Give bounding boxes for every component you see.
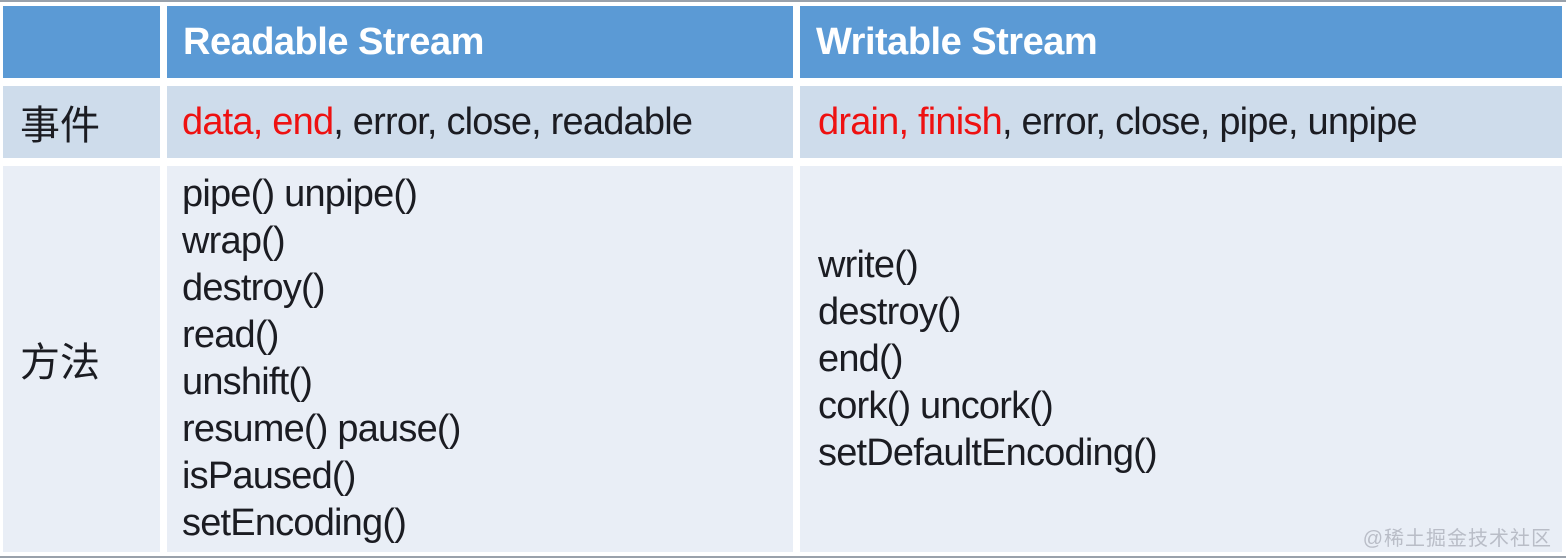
- events-writable-highlight: drain, finish: [818, 100, 1003, 143]
- header-cell-writable-stream: Writable Stream: [800, 6, 1562, 78]
- method-line: resume() pause(): [182, 408, 461, 450]
- method-line: isPaused(): [182, 455, 356, 497]
- row-label-methods: 方法: [3, 166, 160, 552]
- stream-comparison-table: Readable Stream Writable Stream 事件 data,…: [3, 6, 1562, 552]
- header-cell-corner: [3, 6, 160, 78]
- methods-writable-cell: write()destroy()end()cork() uncork()setD…: [800, 166, 1562, 552]
- methods-label: 方法: [20, 341, 100, 385]
- method-line: read(): [182, 314, 279, 356]
- events-label: 事件: [20, 104, 100, 148]
- method-line: setDefaultEncoding(): [818, 431, 1158, 474]
- method-line: wrap(): [182, 220, 286, 262]
- method-line: destroy(): [818, 290, 962, 333]
- row-label-events: 事件: [3, 86, 160, 158]
- events-writable-cell: drain, finish, error, close, pipe, unpip…: [800, 86, 1562, 158]
- header-readable-label: Readable Stream: [183, 20, 484, 63]
- events-writable-rest: , error, close, pipe, unpipe: [1001, 100, 1418, 143]
- top-border-line: [0, 0, 1566, 2]
- method-line: end(): [818, 337, 904, 380]
- method-line: write(): [818, 243, 919, 286]
- events-readable-cell: data, end, error, close, readable: [167, 86, 793, 158]
- method-line: pipe() unpipe(): [182, 173, 418, 215]
- events-readable-highlight: data, end: [182, 100, 334, 143]
- method-line: setEncoding(): [182, 502, 407, 544]
- method-line: cork() uncork(): [818, 384, 1054, 427]
- watermark-text: @稀土掘金技术社区: [1362, 528, 1552, 550]
- method-line: destroy(): [182, 267, 326, 309]
- header-cell-readable-stream: Readable Stream: [167, 6, 793, 78]
- method-line: unshift(): [182, 361, 313, 403]
- events-readable-rest: , error, close, readable: [333, 100, 693, 143]
- header-writable-label: Writable Stream: [816, 20, 1098, 63]
- methods-readable-cell: pipe() unpipe() wrap() destroy() read() unsh…: [167, 166, 793, 552]
- bottom-border-line: [0, 556, 1566, 558]
